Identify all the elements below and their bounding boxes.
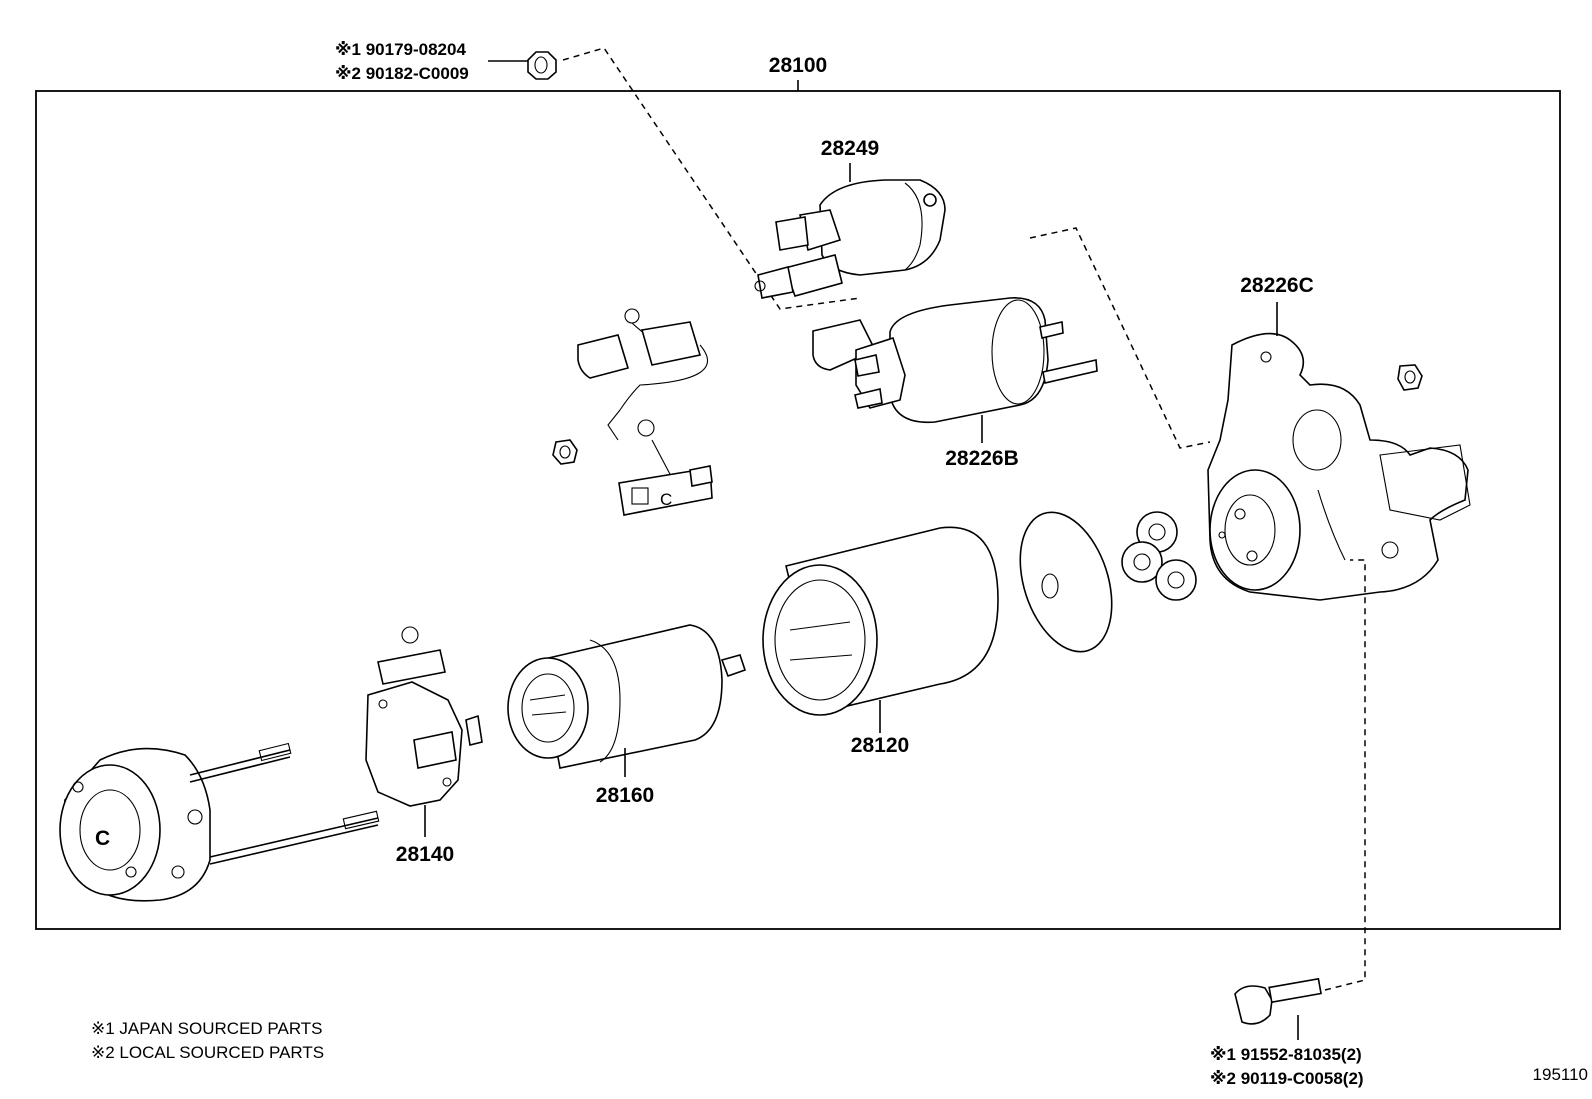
nut-dashed-leader	[562, 47, 861, 310]
small-nut-right	[1397, 364, 1423, 391]
nut-part-line1[interactable]: ※1 90179-08204	[335, 40, 466, 59]
planetary-gears	[1121, 511, 1197, 601]
bolt-part-line1[interactable]: ※1 91552-81035(2)	[1210, 1045, 1362, 1064]
bolt-bottom[interactable]	[1234, 977, 1322, 1025]
part-28226B-label[interactable]: 28226B	[945, 447, 1019, 470]
magnetic-switch-28226B[interactable]	[812, 297, 1098, 424]
bolt-part-line2[interactable]: ※2 90119-C0058(2)	[1210, 1069, 1364, 1088]
housing-28226C[interactable]	[1207, 332, 1471, 601]
bolt-dashed-leader	[1324, 559, 1366, 991]
part-28140-label[interactable]: 28140	[396, 843, 454, 866]
part-28249-label[interactable]: 28249	[821, 137, 879, 160]
housing-dashed-leader	[1029, 227, 1211, 449]
footnote-japan-sourced: ※1 JAPAN SOURCED PARTS	[91, 1019, 323, 1038]
armature-28160[interactable]	[507, 624, 747, 769]
part-28120-label[interactable]: 28120	[851, 734, 909, 757]
svg-text:C: C	[660, 490, 672, 509]
yoke-28120[interactable]	[762, 526, 999, 716]
small-nut-left	[552, 439, 578, 465]
assembly-number-label[interactable]: 28100	[769, 54, 827, 77]
part-28160-label[interactable]: 28160	[596, 784, 654, 807]
nut-part-line2[interactable]: ※2 90182-C0009	[335, 64, 469, 83]
svg-text:C: C	[95, 827, 110, 850]
footnote-local-sourced: ※2 LOCAL SOURCED PARTS	[91, 1043, 324, 1062]
diagram-id: 195110	[1533, 1065, 1588, 1084]
end-frame: C	[59, 742, 380, 902]
gear-plate	[1019, 511, 1113, 653]
solenoid-plunger-28249[interactable]	[754, 179, 946, 299]
brush-holder-28140[interactable]	[365, 626, 483, 807]
nut-top[interactable]	[527, 51, 557, 80]
lead-wire-group: C	[577, 308, 713, 516]
part-28226C-label[interactable]: 28226C	[1240, 274, 1314, 297]
